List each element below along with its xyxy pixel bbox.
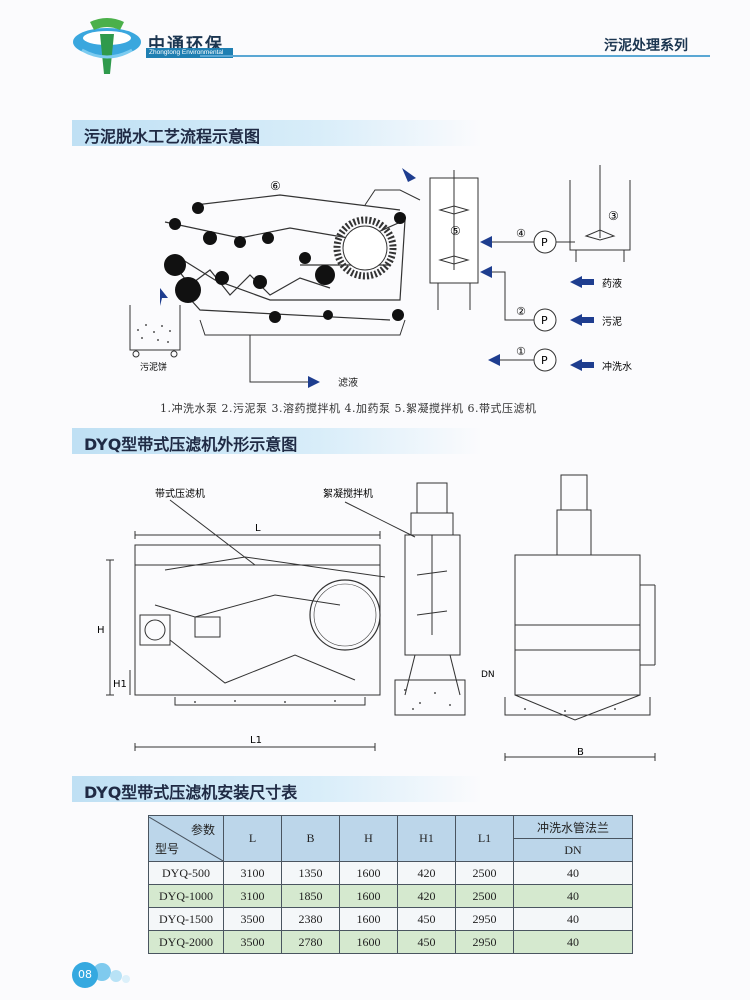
dim-L1: L1 — [250, 735, 262, 746]
svg-text:P: P — [541, 354, 548, 367]
cell-DN: 40 — [513, 930, 633, 954]
cell-H: 1600 — [339, 930, 398, 954]
cake-drop-arrow — [160, 288, 168, 306]
cell-L1: 2950 — [455, 907, 514, 931]
table-row: DYQ-500 3100 1350 1600 420 2500 40 — [148, 861, 633, 885]
section1-title-bar — [72, 120, 482, 146]
table-corner-header: 参数 型号 — [148, 815, 224, 862]
series-title: 污泥处理系列 — [604, 38, 688, 54]
col-header-H1: H1 — [397, 815, 456, 862]
label-1: ① — [516, 345, 526, 358]
corner-divider — [149, 816, 223, 861]
cell-H: 1600 — [339, 861, 398, 885]
label-6: ⑥ — [270, 179, 281, 193]
cell-B: 2380 — [281, 907, 340, 931]
dimension-table: 参数 型号 L B H H1 L1 冲洗水管法兰 DN DYQ-500 3100… — [148, 815, 633, 954]
process-caption: 1.冲洗水泵 2.污泥泵 3.溶药搅拌机 4.加药泵 5.絮凝搅拌机 6.带式压… — [160, 402, 537, 415]
svg-text:P: P — [541, 236, 548, 249]
col-header-DN: DN — [513, 838, 633, 862]
cell-L: 3500 — [223, 930, 282, 954]
cell-H1: 420 — [397, 861, 456, 885]
cell-DN: 40 — [513, 907, 633, 931]
col-header-B: B — [281, 815, 340, 862]
section3-title: DYQ型带式压滤机安装尺寸表 — [84, 783, 298, 802]
wash-water-label: 冲洗水 — [602, 360, 632, 373]
section2-title-bar — [72, 428, 482, 454]
dim-DN: DN — [481, 670, 495, 680]
cell-model: DYQ-500 — [148, 861, 224, 885]
corner-top-label: 参数 — [190, 822, 215, 837]
table-row: DYQ-1500 3500 2380 1600 450 2950 40 — [148, 907, 633, 931]
cell-H: 1600 — [339, 907, 398, 931]
pump-4: P — [480, 230, 575, 254]
svg-text:P: P — [541, 314, 548, 327]
header-divider — [200, 55, 710, 57]
cell-H: 1600 — [339, 884, 398, 908]
dim-B: B — [577, 747, 584, 758]
cell-L1: 2500 — [455, 861, 514, 885]
cell-model: DYQ-1500 — [148, 907, 224, 931]
cell-L: 3500 — [223, 907, 282, 931]
cell-L1: 2500 — [455, 884, 514, 908]
flocculation-tank — [429, 170, 479, 310]
section1-title: 污泥脱水工艺流程示意图 — [84, 127, 261, 146]
section2-title: DYQ型带式压滤机外形示意图 — [84, 435, 298, 454]
cell-H1: 450 — [397, 930, 456, 954]
cell-model: DYQ-1000 — [148, 884, 224, 908]
cell-DN: 40 — [513, 884, 633, 908]
cell-B: 2780 — [281, 930, 340, 954]
cell-L: 3100 — [223, 861, 282, 885]
corner-bottom-label: 型号 — [155, 841, 180, 856]
chemical-tank — [569, 165, 631, 262]
chemical-label: 药液 — [602, 277, 622, 290]
process-flow-diagram: 滤液 ⑥ 污泥饼 ⑤ ③ P ④ P ② — [129, 165, 632, 389]
press-rollers — [164, 202, 406, 323]
col-header-H: H — [339, 815, 398, 862]
dim-L: L — [255, 523, 261, 534]
mixer-label: 絮凝搅拌机 — [323, 487, 373, 500]
machine-outline-diagram: 带式压滤机 絮凝搅拌机 L H H1 L1 DN B — [97, 474, 656, 761]
cell-B: 1350 — [281, 861, 340, 885]
col-header-flange: 冲洗水管法兰 — [513, 815, 633, 839]
label-4: ④ — [516, 227, 526, 240]
table-row: DYQ-1000 3100 1850 1600 420 2500 40 — [148, 884, 633, 908]
cell-model: DYQ-2000 — [148, 930, 224, 954]
cell-DN: 40 — [513, 861, 633, 885]
section3-title-bar — [72, 776, 482, 802]
filtrate-label: 滤液 — [338, 376, 358, 389]
pump-1: P — [488, 348, 557, 372]
cell-H1: 450 — [397, 907, 456, 931]
sludge-label: 污泥 — [602, 315, 622, 328]
company-logo — [73, 18, 141, 74]
label-2: ② — [516, 305, 526, 318]
footer-bubbles — [93, 963, 130, 983]
dim-H1: H1 — [113, 679, 127, 690]
press-label: 带式压滤机 — [155, 487, 205, 500]
dim-H: H — [97, 625, 105, 636]
cell-B: 1850 — [281, 884, 340, 908]
cell-H1: 420 — [397, 884, 456, 908]
col-header-L: L — [223, 815, 282, 862]
label-3: ③ — [608, 209, 619, 223]
table-row: DYQ-2000 3500 2780 1600 450 2950 40 — [148, 930, 633, 954]
label-5: ⑤ — [450, 224, 461, 238]
company-name-en: Zhongtong Environmental — [146, 48, 233, 58]
cake-label: 污泥饼 — [140, 361, 167, 373]
cell-L1: 2950 — [455, 930, 514, 954]
press-drum — [333, 216, 397, 280]
press-frame — [134, 544, 381, 696]
pump-2: P — [480, 266, 557, 332]
col-header-L1: L1 — [455, 815, 514, 862]
page-number: 08 — [72, 962, 98, 988]
sludge-cake-bin — [129, 305, 181, 358]
cell-L: 3100 — [223, 884, 282, 908]
concrete-speckle — [194, 689, 616, 712]
